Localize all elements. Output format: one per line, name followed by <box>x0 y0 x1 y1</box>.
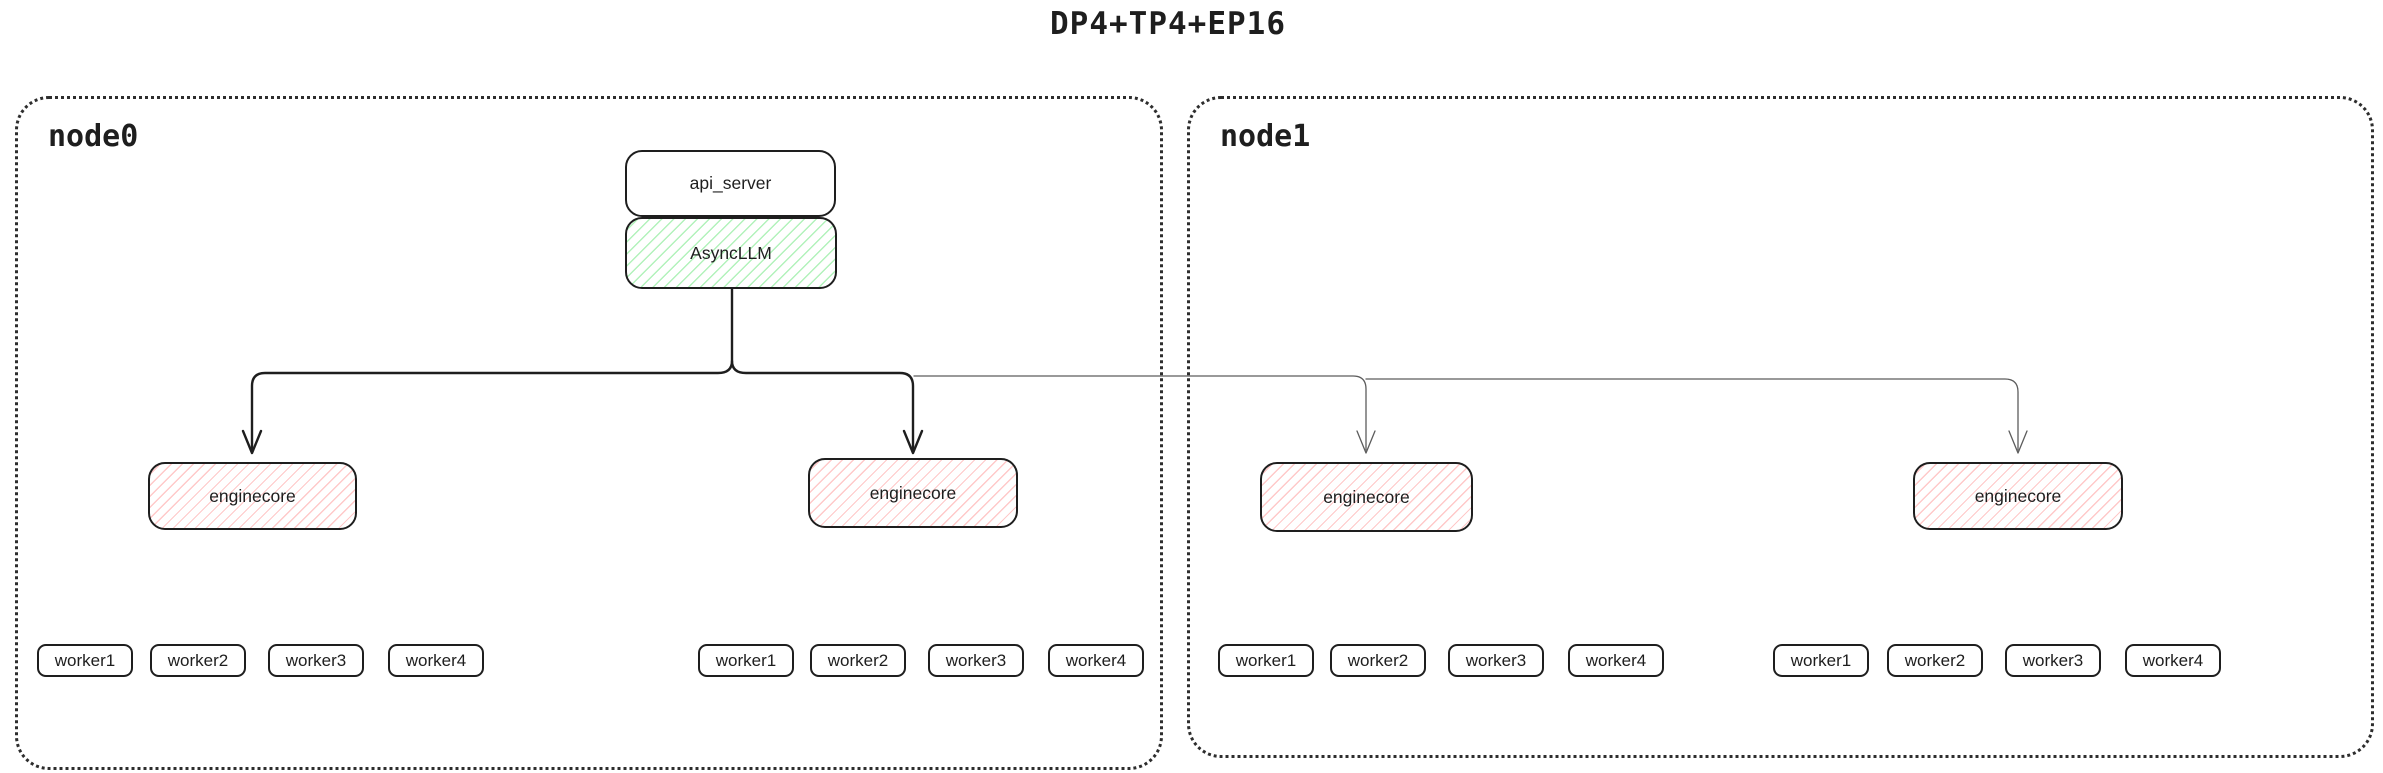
worker-label: worker4 <box>405 650 467 670</box>
worker-label: worker4 <box>2142 650 2204 670</box>
worker-box: worker2 <box>1330 644 1426 677</box>
enginecore-label: enginecore <box>209 485 296 506</box>
worker-box: worker3 <box>2005 644 2101 677</box>
worker-box: worker4 <box>1048 644 1144 677</box>
worker-label: worker2 <box>167 650 229 670</box>
worker-box: worker3 <box>1448 644 1544 677</box>
node0-label: node0 <box>48 119 139 154</box>
worker-box: worker1 <box>37 644 133 677</box>
node1-label: node1 <box>1220 119 1311 154</box>
worker-box: worker1 <box>1218 644 1314 677</box>
worker-label: worker3 <box>285 650 347 670</box>
worker-box: worker3 <box>928 644 1024 677</box>
enginecore-box-node0-2: enginecore <box>808 458 1018 528</box>
diagram-title: DP4+TP4+EP16 <box>1050 6 1286 42</box>
enginecore-box-node1-1: enginecore <box>1260 462 1473 532</box>
worker-label: worker3 <box>2022 650 2084 670</box>
api-server-label: api_server <box>689 173 772 193</box>
worker-label: worker4 <box>1065 650 1127 670</box>
enginecore-label: enginecore <box>1974 485 2062 506</box>
worker-label: worker2 <box>1904 650 1966 670</box>
worker-label: worker3 <box>1465 650 1527 670</box>
worker-label: worker1 <box>1790 650 1852 670</box>
worker-label: worker1 <box>1235 650 1297 670</box>
enginecore-box-node1-2: enginecore <box>1913 462 2123 530</box>
worker-label: worker1 <box>715 650 777 670</box>
worker-label: worker2 <box>1347 650 1409 670</box>
worker-box: worker1 <box>698 644 794 677</box>
enginecore-label: enginecore <box>1323 486 1410 507</box>
asyncllm-label: AsyncLLM <box>690 242 772 263</box>
worker-box: worker2 <box>810 644 906 677</box>
api-server-box: api_server <box>625 150 836 217</box>
worker-label: worker1 <box>54 650 116 670</box>
worker-label: worker3 <box>945 650 1007 670</box>
worker-box: worker4 <box>388 644 484 677</box>
worker-box: worker1 <box>1773 644 1869 677</box>
worker-box: worker2 <box>150 644 246 677</box>
worker-box: worker2 <box>1887 644 1983 677</box>
worker-box: worker4 <box>1568 644 1664 677</box>
asyncllm-box: AsyncLLM <box>625 217 837 289</box>
worker-label: worker2 <box>827 650 889 670</box>
worker-box: worker3 <box>268 644 364 677</box>
worker-box: worker4 <box>2125 644 2221 677</box>
enginecore-box-node0-1: enginecore <box>148 462 357 530</box>
worker-label: worker4 <box>1585 650 1647 670</box>
enginecore-label: enginecore <box>869 482 957 503</box>
